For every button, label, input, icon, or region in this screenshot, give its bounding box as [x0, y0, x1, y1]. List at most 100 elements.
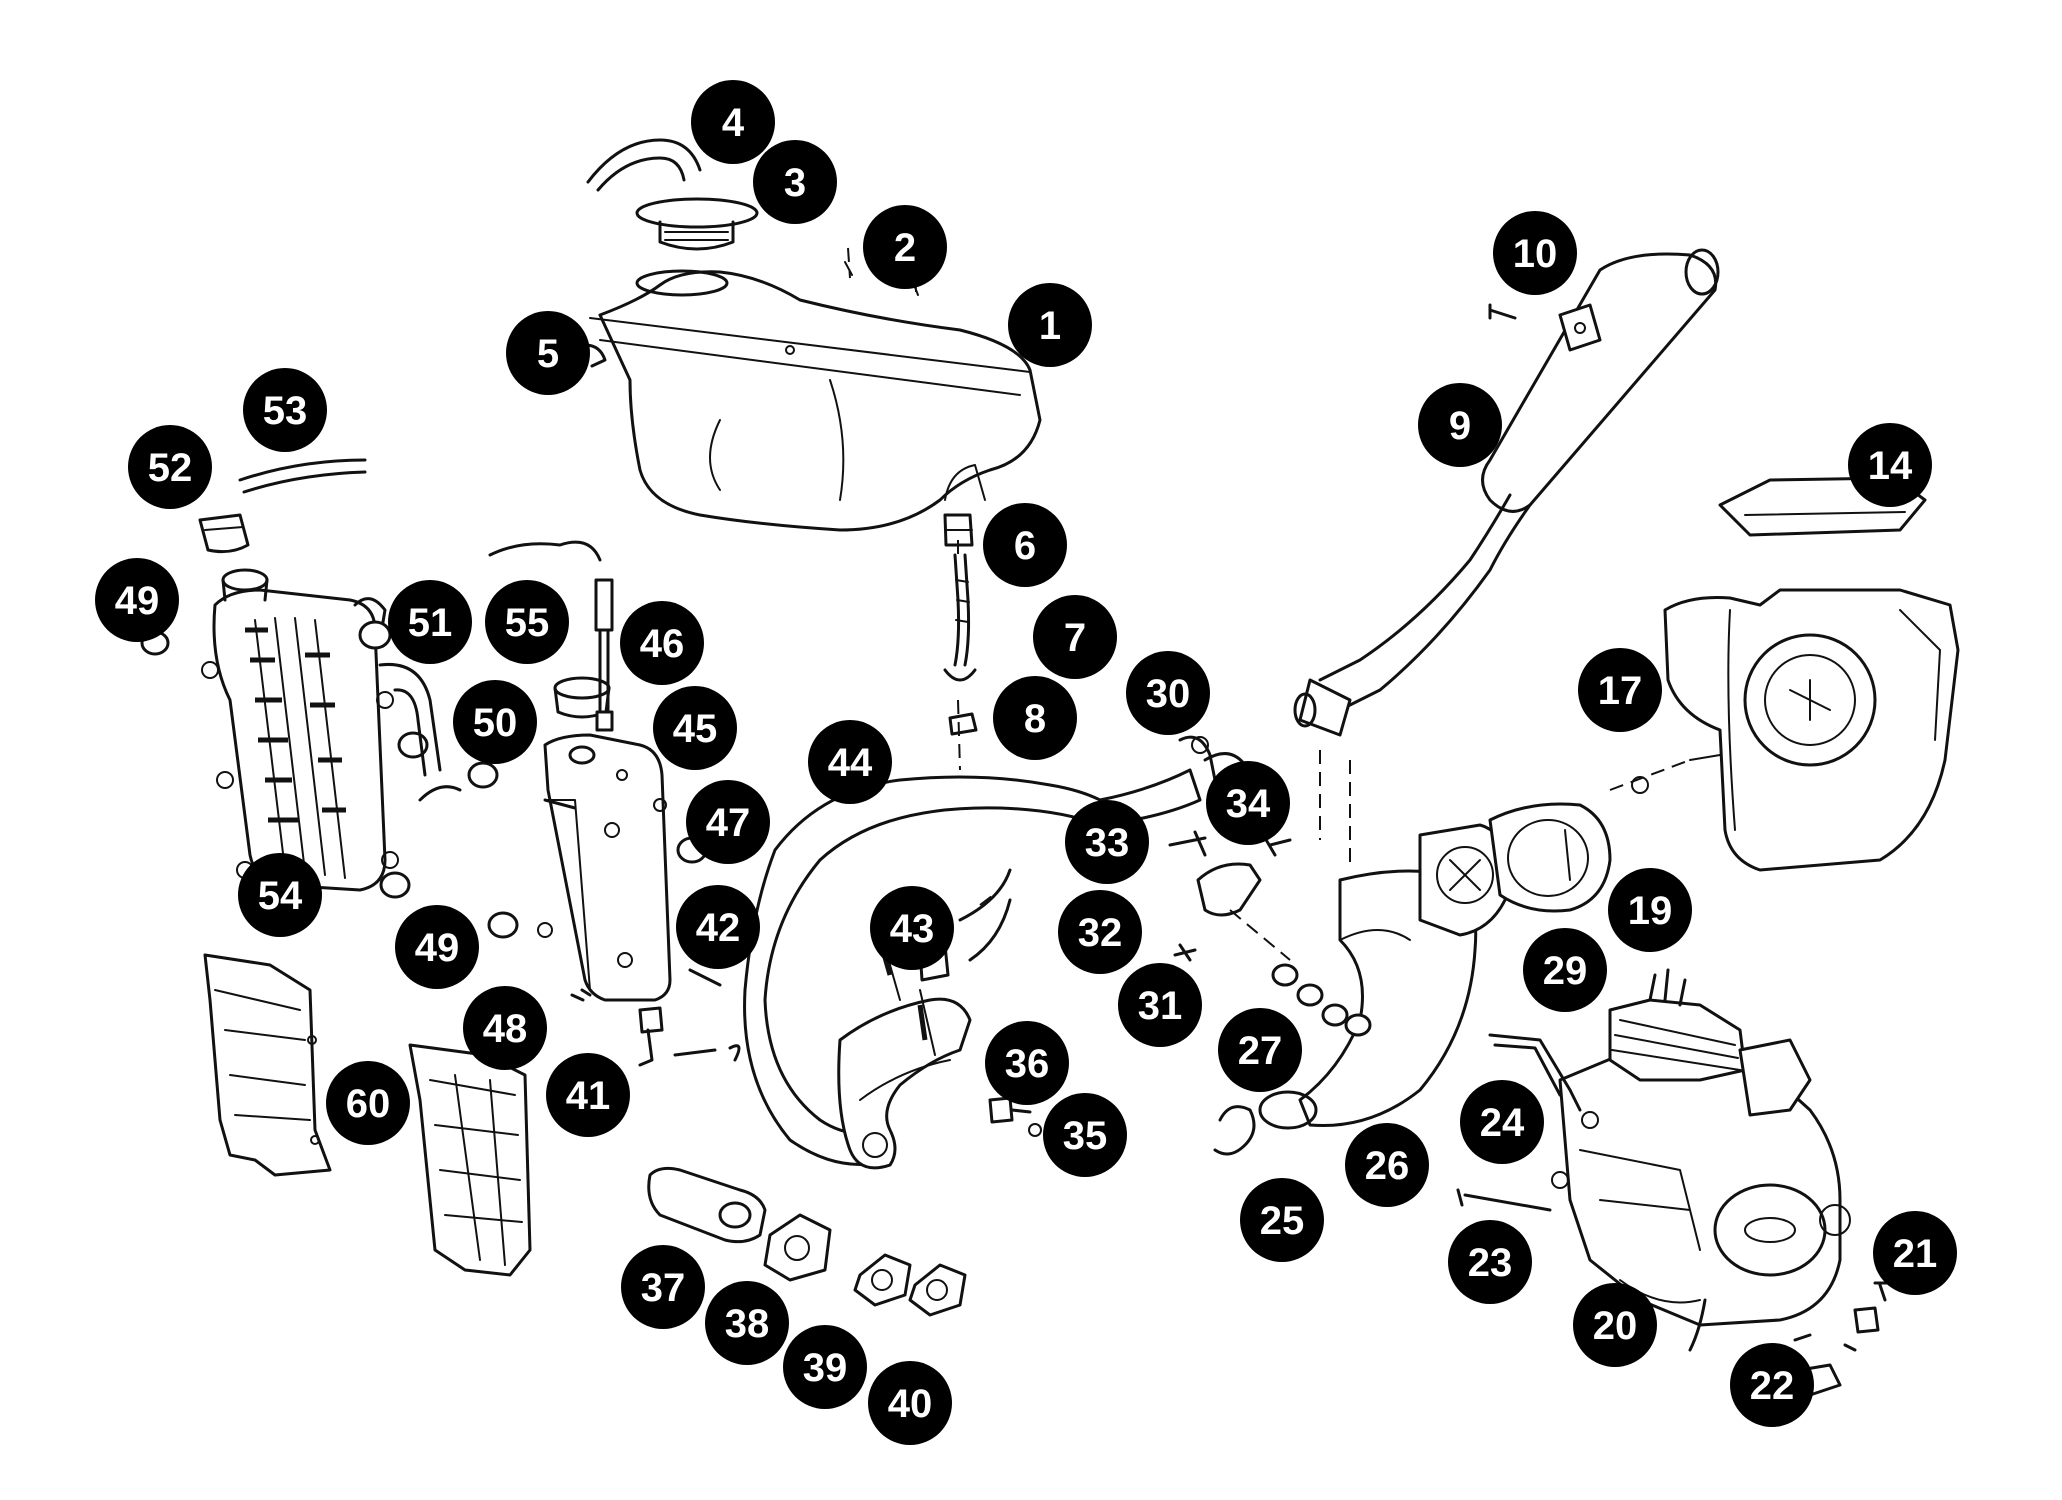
- callout-circle: [1126, 651, 1210, 735]
- air-filter-screws: [1609, 754, 1721, 794]
- callout-number: 48: [483, 1007, 528, 1051]
- callout-number: 21: [1893, 1232, 1938, 1276]
- callout-circle: [1523, 928, 1607, 1012]
- callout-49: 49: [395, 905, 479, 989]
- callout-6: 6: [983, 503, 1067, 587]
- callout-1: 1: [1008, 283, 1092, 367]
- callout-circle: [243, 368, 327, 452]
- kick-lever: [1488, 1033, 1582, 1112]
- callout-26: 26: [1345, 1123, 1429, 1207]
- callout-41: 41: [546, 1053, 630, 1137]
- right-radiator: [537, 733, 672, 1002]
- callout-number: 52: [148, 446, 193, 490]
- radiator-guard-left: [203, 953, 332, 1177]
- callout-number: 42: [696, 906, 741, 950]
- callout-17: 17: [1578, 648, 1662, 732]
- callout-number: 54: [258, 874, 303, 918]
- radiator-cap: [198, 513, 250, 554]
- callout-circle: [326, 1061, 410, 1145]
- callout-circle: [783, 1325, 867, 1409]
- callout-circle: [1493, 211, 1577, 295]
- callout-circle: [1118, 963, 1202, 1047]
- callout-number: 23: [1468, 1241, 1513, 1285]
- drain-plug: [673, 1044, 741, 1062]
- callout-circle: [620, 601, 704, 685]
- callout-52: 52: [128, 425, 212, 509]
- callout-number: 33: [1085, 821, 1130, 865]
- callout-circle: [686, 780, 770, 864]
- callout-10: 10: [1493, 211, 1577, 295]
- callout-circle: [506, 311, 590, 395]
- callout-number: 26: [1365, 1144, 1410, 1188]
- callout-35: 35: [1043, 1093, 1127, 1177]
- callout-circle: [1058, 890, 1142, 974]
- callout-circle: [395, 905, 479, 989]
- callout-number: 22: [1750, 1364, 1795, 1408]
- muffler: [1293, 248, 1720, 737]
- reed-cover: [1196, 862, 1262, 917]
- left-radiator: [201, 588, 399, 892]
- callout-38: 38: [705, 1281, 789, 1365]
- callout-circle: [1345, 1123, 1429, 1207]
- callout-number: 40: [888, 1382, 933, 1426]
- callout-circle: [95, 558, 179, 642]
- callout-55: 55: [485, 580, 569, 664]
- callout-number: 29: [1543, 949, 1588, 993]
- callout-circle: [1608, 868, 1692, 952]
- callout-circle: [985, 1021, 1069, 1105]
- callout-circle: [705, 1281, 789, 1365]
- through-bolt: [1456, 1188, 1552, 1212]
- airbox: [1663, 588, 1960, 872]
- callout-34: 34: [1206, 761, 1290, 845]
- callout-5: 5: [506, 311, 590, 395]
- callout-number: 43: [890, 907, 935, 951]
- callout-circle: [653, 686, 737, 770]
- callout-circle: [1008, 283, 1092, 367]
- callout-number: 51: [408, 601, 453, 645]
- manifold-gasket-2: [853, 1253, 912, 1307]
- callout-40: 40: [868, 1361, 952, 1445]
- exhaust-manifold: [647, 1166, 767, 1244]
- callout-50: 50: [453, 680, 537, 764]
- callout-30: 30: [1126, 651, 1210, 735]
- callout-33: 33: [1065, 800, 1149, 884]
- callout-number: 36: [1005, 1042, 1050, 1086]
- callout-number: 47: [706, 801, 751, 845]
- callout-circle: [1033, 595, 1117, 679]
- radiator-bolts: [543, 798, 722, 1067]
- engine: [1551, 968, 1851, 1352]
- callout-circle: [1873, 1211, 1957, 1295]
- hose-clamp: [1213, 1105, 1256, 1156]
- callout-circle: [546, 1053, 630, 1137]
- callout-number: 20: [1593, 1304, 1638, 1348]
- callout-number: 6: [1014, 524, 1036, 568]
- callout-9: 9: [1418, 383, 1502, 467]
- callout-circle: [863, 205, 947, 289]
- callout-circle: [1218, 1008, 1302, 1092]
- callout-19: 19: [1608, 868, 1692, 952]
- callout-circle: [753, 140, 837, 224]
- callout-circle: [868, 1361, 952, 1445]
- callout-number: 3: [784, 161, 806, 205]
- fuel-tap-fitting: [943, 513, 974, 547]
- callout-42: 42: [676, 885, 760, 969]
- callout-number: 55: [505, 601, 550, 645]
- callout-number: 35: [1063, 1114, 1108, 1158]
- callout-circle: [1573, 1283, 1657, 1367]
- callout-number: 44: [828, 741, 873, 785]
- callout-circle: [691, 80, 775, 164]
- callout-45: 45: [653, 686, 737, 770]
- callout-circle: [453, 680, 537, 764]
- muffler-bolt: [1488, 303, 1517, 320]
- callout-48: 48: [463, 986, 547, 1070]
- header-pipe: [837, 943, 972, 1170]
- callout-circle: [983, 503, 1067, 587]
- callout-37: 37: [621, 1245, 705, 1329]
- callout-2: 2: [863, 205, 947, 289]
- callout-number: 60: [346, 1082, 391, 1126]
- callout-number: 32: [1078, 911, 1123, 955]
- callout-39: 39: [783, 1325, 867, 1409]
- callout-number: 27: [1238, 1029, 1283, 1073]
- callout-number: 30: [1146, 672, 1191, 716]
